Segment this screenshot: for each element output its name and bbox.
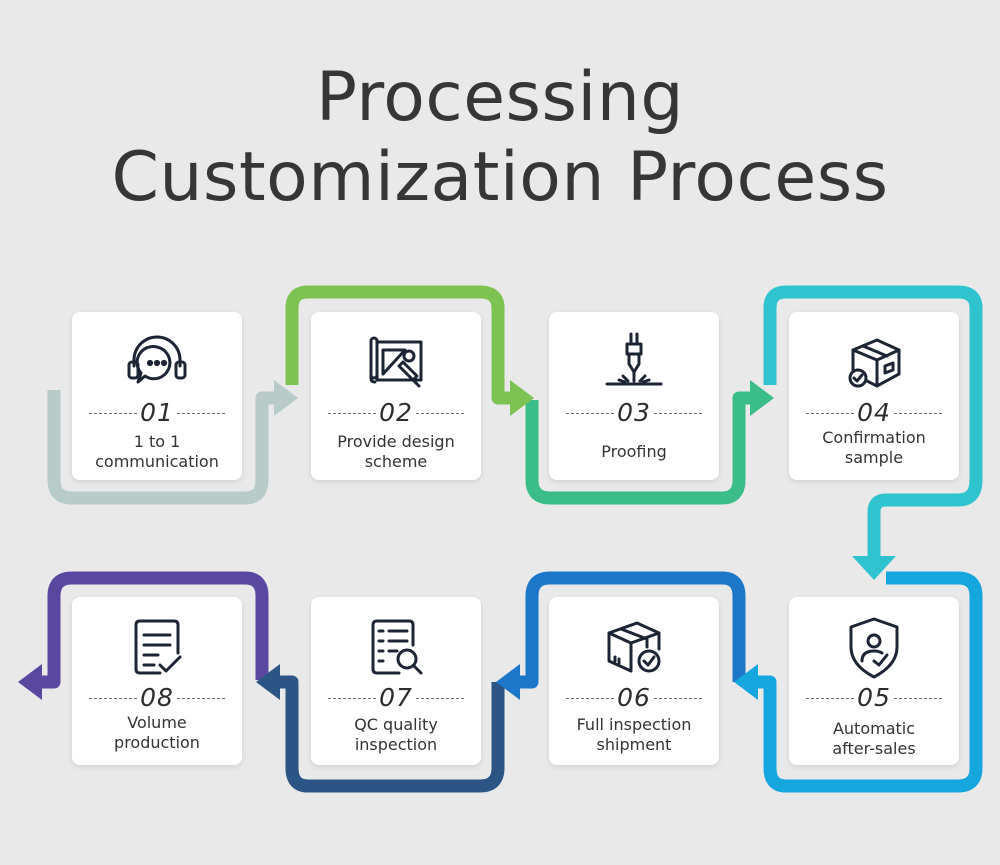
document-check-icon — [124, 615, 190, 681]
arrow-step-01 — [47, 390, 276, 505]
arrowhead-02 — [510, 380, 534, 416]
step-number: 02 — [311, 398, 481, 428]
arrowhead-01 — [274, 380, 298, 416]
step-number: 05 — [789, 683, 959, 713]
step-number: 08 — [72, 683, 242, 713]
arrowhead-04 — [852, 556, 896, 580]
step-label: Proofing — [601, 442, 667, 461]
title-line-1: Processing — [315, 58, 685, 137]
step-card-03: 03 Proofing — [549, 312, 719, 480]
design-blueprint-icon — [363, 330, 429, 396]
arrow-step-04 — [763, 285, 983, 556]
step-number: 04 — [789, 398, 959, 428]
arrow-step-05 — [756, 571, 983, 793]
arrowhead-06 — [496, 664, 520, 700]
step-number: 01 — [72, 398, 242, 428]
arrow-step-02 — [285, 285, 512, 405]
arrow-step-07 — [278, 675, 505, 793]
title-line-2: Customization Process — [111, 138, 889, 217]
package-check-icon — [601, 615, 667, 681]
step-number: 03 — [549, 398, 719, 428]
step-number: 07 — [311, 683, 481, 713]
document-search-icon — [363, 615, 429, 681]
page-title: Processing Customization Process — [0, 58, 1000, 218]
step-number: 06 — [549, 683, 719, 713]
arrow-step-08 — [40, 571, 269, 689]
arrowhead-07 — [256, 664, 280, 700]
arrowhead-08 — [18, 664, 42, 700]
arrow-step-03 — [525, 391, 752, 505]
arrow-step-06 — [518, 571, 746, 689]
laser-cutter-icon — [601, 330, 667, 396]
headset-chat-icon — [124, 330, 190, 396]
arrowhead-05 — [734, 664, 758, 700]
arrowhead-03 — [750, 380, 774, 416]
box-check-icon — [841, 330, 907, 396]
shield-user-icon — [841, 615, 907, 681]
